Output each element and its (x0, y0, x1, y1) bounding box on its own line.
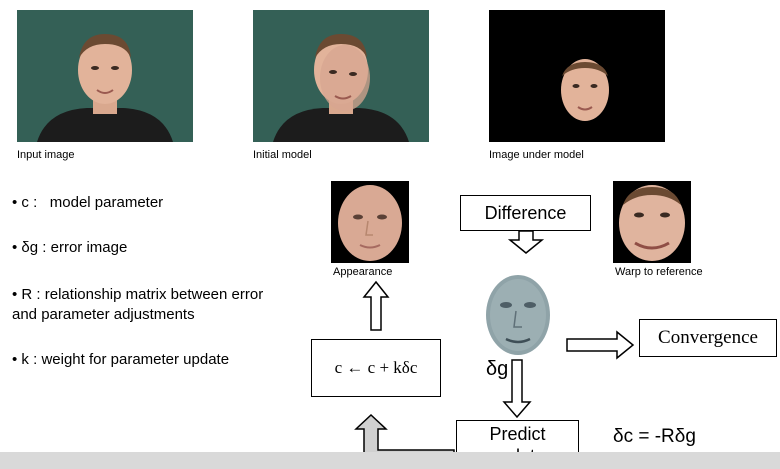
formula-label: δc = -Rδg (613, 426, 696, 447)
bullet-dg-text: error image (50, 239, 128, 256)
bullet-k-symbol: k : (21, 351, 38, 368)
update-rule-label: c ← c + kδc (334, 358, 418, 377)
update-rule-box: c ← c + kδc (311, 339, 441, 397)
difference-label: Difference (484, 202, 567, 223)
bullet-c: • c : model parameter (12, 194, 164, 211)
bullet-k-text: weight for parameter update (41, 351, 230, 368)
dg-to-predict-arrow (502, 359, 532, 419)
dg-label: δg (486, 358, 509, 380)
update-to-appearance-arrow (362, 280, 390, 331)
to-convergence-arrow (566, 330, 635, 360)
image-under-model-photo (489, 10, 665, 142)
bullet-k: • k : weight for parameter update (12, 351, 230, 368)
appearance-face (331, 181, 409, 263)
footer-bar (0, 452, 780, 469)
input-image-caption: Input image (17, 149, 75, 161)
input-image-photo (17, 10, 193, 142)
bullet-c-text: model parameter (49, 194, 164, 211)
bullet-dg: • δg : error image (12, 239, 128, 256)
initial-model-caption: Initial model (253, 149, 312, 161)
convergence-label: Convergence (658, 327, 758, 348)
bullet-r-symbol: R : (21, 286, 41, 303)
warp-caption: Warp to reference (615, 266, 703, 278)
image-under-model-caption: Image under model (489, 149, 584, 161)
warp-face (613, 181, 691, 263)
initial-model-photo (253, 10, 429, 142)
residual-face (484, 271, 552, 357)
convergence-box: Convergence (639, 319, 777, 357)
appearance-caption: Appearance (333, 266, 393, 278)
bullet-dg-symbol: δg : (21, 239, 47, 256)
bullet-c-symbol: c : (21, 194, 38, 211)
bullet-r-text: relationship matrix between error and pa… (12, 286, 264, 323)
difference-down-arrow (507, 230, 545, 254)
difference-box: Difference (460, 195, 591, 231)
bullet-r: • R : relationship matrix between error … (12, 286, 264, 323)
